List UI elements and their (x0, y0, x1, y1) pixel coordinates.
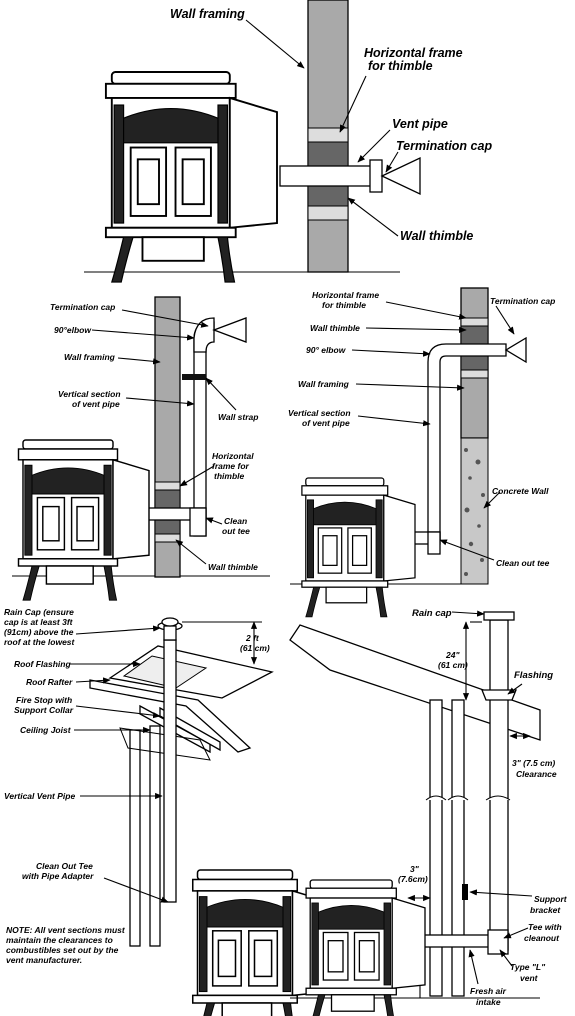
label-note-c: combustibles set out by the (6, 945, 119, 955)
label-vertical-section-2a: Vertical section (58, 389, 121, 399)
rain-cap-5 (483, 611, 515, 621)
label-vertical-section-2b: of vent pipe (72, 399, 120, 409)
rain-cap-4 (161, 617, 179, 627)
horizontal-frame-top (307, 127, 349, 143)
vertical-vent-pipe (193, 321, 215, 537)
label-wall-framing-2: Wall framing (64, 352, 116, 362)
label-vertical-vent-pipe: Vertical Vent Pipe (4, 791, 75, 801)
panel-5-type-l-vent (289, 611, 541, 1016)
label-roof-rafter: Roof Rafter (26, 677, 73, 687)
label-note-d: vent manufacturer. (6, 955, 82, 965)
label-horizontal-2a: Horizontal (212, 451, 254, 461)
label-roof-flashing: Roof Flashing (14, 659, 71, 669)
label-dim3-b: (7.6cm) (398, 874, 428, 884)
stove-3 (301, 477, 416, 618)
termination-cap (380, 156, 421, 196)
label-clean-2b: out tee (222, 526, 250, 536)
label-clean-out-tee-3: Clean out tee (496, 558, 550, 568)
label-rain-cap-4a: Rain Cap (ensure (4, 607, 74, 617)
label-elbow-3: 90° elbow (306, 345, 347, 355)
label-dim3-a: 3" (410, 864, 420, 874)
label-support-b: bracket (530, 905, 561, 915)
label-horizontal-2b: frame for (212, 461, 250, 471)
label-rain-cap-4b: cap is at least 3ft (4, 617, 74, 627)
label-termination-cap-3: Termination cap (490, 296, 555, 306)
panel-4-through-roof (89, 617, 332, 1016)
label-rain-cap-4c: (91cm) above the (4, 627, 74, 637)
label-flashing: Flashing (514, 670, 553, 681)
label-horizontal-2c: thimble (214, 471, 244, 481)
roof-slope (289, 624, 541, 741)
label-wall-strap: Wall strap (218, 412, 258, 422)
termination-cap-3 (504, 336, 527, 364)
label-clean-2a: Clean (224, 516, 247, 526)
label-horizontal-frame-1: Horizontal frame (364, 46, 463, 60)
label-wall-framing-3: Wall framing (298, 379, 350, 389)
label-horizontal-frame-2: for thimble (368, 59, 433, 73)
label-note-b: maintain the clearances to (6, 935, 113, 945)
label-fire-stop-b: Support Collar (14, 705, 74, 715)
label-dim24-a: 24" (445, 650, 460, 660)
label-tee-b: cleanout (524, 933, 560, 943)
label-elbow-2: 90°elbow (54, 325, 92, 335)
vertical-vent-pipe-4 (163, 639, 177, 903)
label-vertical-3b: of vent pipe (302, 418, 350, 428)
label-concrete-wall: Concrete Wall (492, 486, 549, 496)
label-fire-stop-a: Fire Stop with (16, 695, 72, 705)
label-clean-out-4a: Clean Out Tee (36, 861, 93, 871)
panel-1-horizontal-through-wall (84, 0, 421, 283)
label-wall-thimble-3: Wall thimble (310, 323, 360, 333)
label-termination-cap-2: Termination cap (50, 302, 115, 312)
label-termination-cap: Termination cap (396, 139, 492, 153)
panel-2-vertical-outside-wall (12, 296, 270, 601)
label-note-a: NOTE: All vent sections must (6, 925, 126, 935)
label-type-l-b: vent (520, 973, 539, 983)
wall-thimble-band (307, 205, 349, 221)
label-dim-61cm: (61 cm) (240, 643, 270, 653)
termination-cap-2 (212, 317, 247, 343)
label-vent-pipe: Vent pipe (392, 117, 448, 131)
label-dim-2ft: 2 ft (245, 633, 260, 643)
label-type-l-a: Type "L" (510, 962, 546, 972)
label-clearance-a: 3" (7.5 cm) (512, 758, 555, 768)
label-wall-thimble-2: Wall thimble (208, 562, 258, 572)
panel-3-concrete-wall (290, 287, 527, 618)
label-fresh-air-a: Fresh air (470, 986, 507, 996)
label-dim24-b: (61 cm) (438, 660, 468, 670)
label-vertical-3a: Vertical section (288, 408, 351, 418)
label-horizontal-3a: Horizontal frame (312, 290, 379, 300)
label-rain-cap-5: Rain cap (412, 608, 452, 619)
label-tee-a: Tee with (528, 922, 562, 932)
label-wall-framing: Wall framing (170, 7, 245, 21)
label-rain-cap-4d: roof at the lowest (4, 637, 76, 647)
stove-1 (104, 71, 278, 283)
label-clean-out-4b: with Pipe Adapter (22, 871, 94, 881)
label-horizontal-3b: for thimble (322, 300, 366, 310)
type-l-vent-pipe (489, 619, 509, 951)
label-ceiling-joist: Ceiling Joist (20, 725, 72, 735)
label-fresh-air-b: intake (476, 997, 501, 1007)
label-clearance-b: Clearance (516, 769, 557, 779)
vent-pipe (279, 165, 381, 187)
label-wall-thimble: Wall thimble (400, 229, 473, 243)
label-support-a: Support (534, 894, 568, 904)
stove-5 (305, 879, 426, 1016)
